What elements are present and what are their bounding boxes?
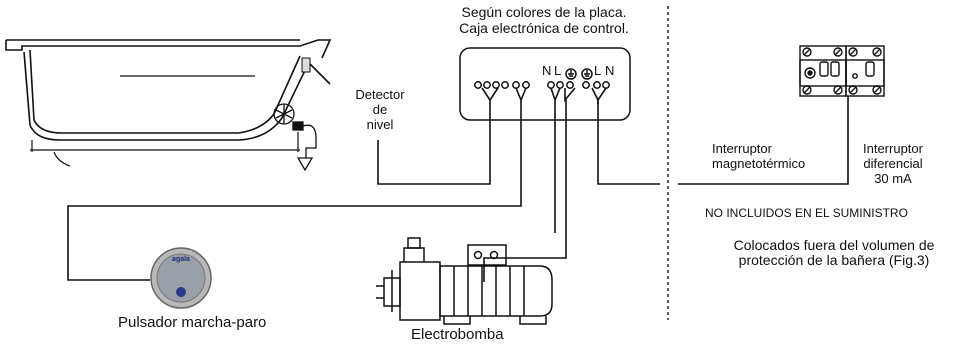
differential-line3: 30 mA	[874, 170, 912, 186]
push-button-label: Pulsador marcha-paro	[118, 314, 267, 331]
terminal-n1: N	[542, 63, 552, 78]
not-included-note: NO INCLUIDOS EN EL SUMINISTRO	[705, 206, 908, 220]
level-detector-label: Detector de nivel	[340, 87, 420, 133]
terminal-l1: L	[554, 63, 562, 78]
pump-label: Electrobomba	[411, 326, 504, 343]
control-box-caption-line2: Caja electrónica de control.	[459, 20, 629, 37]
control-box-caption-line1: Según colores de la placa.	[461, 4, 627, 20]
level-detector-line3: nivel	[366, 116, 394, 132]
placement-note-line1: Colocados fuera del volumen de	[733, 237, 935, 253]
breaker-line1: Interruptor	[712, 141, 772, 156]
electro-pump	[376, 237, 553, 325]
differential-line1: Interruptor	[863, 141, 923, 156]
drain-valve	[273, 103, 317, 172]
level-detector-line2: de	[372, 101, 388, 117]
detector-wire	[309, 63, 491, 185]
button-brand-logo: agala	[172, 256, 190, 263]
level-detector-line1: Detector	[355, 87, 405, 102]
differential-breaker	[845, 45, 885, 97]
control-box	[459, 47, 631, 121]
differential-label: Interruptor diferencial 30 mA	[848, 141, 938, 187]
terminal-n2: N	[605, 63, 615, 78]
magnetothermic-breaker	[799, 45, 847, 97]
breaker-label: Interruptor magnetotérmico	[712, 141, 806, 172]
breaker-line2: magnetotérmico	[712, 155, 806, 171]
control-box-caption: Según colores de la placa. Caja electrón…	[428, 4, 660, 36]
placement-note: Colocados fuera del volumen de protecció…	[694, 238, 974, 267]
differential-line2: diferencial	[863, 155, 923, 171]
control-box-wiring	[67, 87, 849, 282]
placement-note-line2: protección de la bañera (Fig.3)	[738, 251, 930, 268]
bathtub	[5, 39, 332, 167]
push-button	[150, 247, 212, 309]
terminal-l2: L	[594, 63, 602, 78]
